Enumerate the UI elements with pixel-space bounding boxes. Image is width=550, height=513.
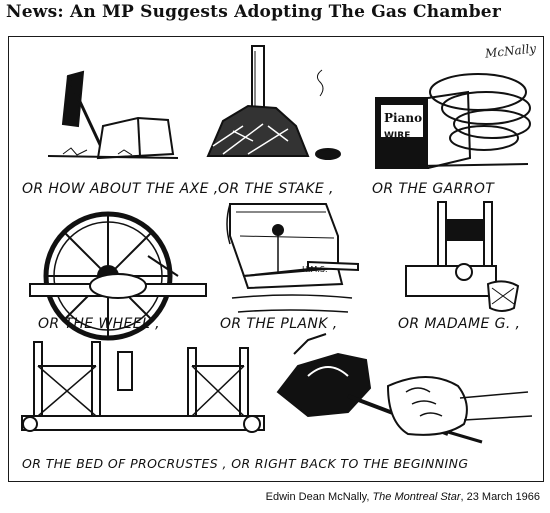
cartoon-frame bbox=[8, 36, 544, 482]
cartoon-artwork: Piano WIRE H.M.S. bbox=[21, 45, 533, 444]
plank-illustration bbox=[226, 203, 359, 313]
stake-illustration bbox=[206, 45, 341, 160]
credit-artist: Edwin Dean McNally, bbox=[265, 491, 370, 503]
credit-publication: The Montreal Star bbox=[372, 491, 461, 503]
caption-madame: OR MADAME G. , bbox=[398, 316, 521, 332]
caption-wheel: OR THE WHEEL , bbox=[38, 316, 160, 332]
box-label-top: Piano bbox=[384, 111, 422, 125]
plank-marking: H.M.S. bbox=[302, 265, 327, 274]
caption-procrustes: OR THE BED OF PROCRUSTES , OR RIGHT BACK… bbox=[22, 456, 469, 471]
caption-garrot: OR THE GARROT bbox=[372, 181, 495, 197]
caption-stake: OR THE STAKE , bbox=[218, 181, 334, 197]
headline: News: An MP Suggests Adopting The Gas Ch… bbox=[6, 2, 501, 22]
caption-plank: OR THE PLANK , bbox=[220, 316, 338, 332]
box-label-bottom: WIRE bbox=[384, 131, 410, 141]
caption-axe: OR HOW ABOUT THE AXE , bbox=[22, 181, 219, 197]
guillotine-illustration bbox=[405, 201, 520, 312]
axe-illustration bbox=[47, 70, 179, 160]
wheel-illustration bbox=[29, 211, 207, 341]
publication-credit: Edwin Dean McNally, The Montreal Star, 2… bbox=[266, 491, 540, 503]
club-and-fist-illustration bbox=[276, 333, 533, 444]
procrustes-bed-illustration bbox=[21, 341, 265, 433]
credit-date: , 23 March 1966 bbox=[460, 491, 541, 503]
piano-wire-illustration bbox=[375, 73, 531, 169]
